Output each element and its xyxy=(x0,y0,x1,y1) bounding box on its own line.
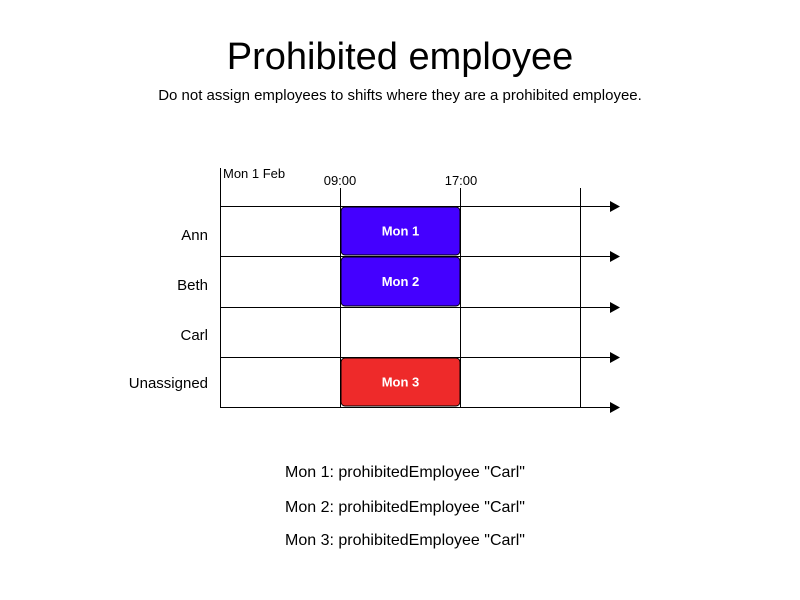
note-mon-2: Mon 2: prohibitedEmployee "Carl" xyxy=(285,499,525,516)
arrow-head-icon xyxy=(610,302,620,313)
note-mon-1: Mon 1: prohibitedEmployee "Carl" xyxy=(285,464,525,481)
shift-block: Mon 2 xyxy=(340,256,461,307)
shift-block-bg xyxy=(340,206,461,256)
date-label: Mon 1 Feb xyxy=(223,166,285,181)
shift-block-label: Mon 1 xyxy=(382,224,420,239)
shift-block-bg xyxy=(340,256,461,307)
shift-block-label: Mon 3 xyxy=(382,375,420,390)
row-label-beth: Beth xyxy=(177,277,208,294)
shift-block: Mon 1 xyxy=(340,206,461,256)
arrow-head-icon xyxy=(610,402,620,413)
arrow-head-icon xyxy=(610,251,620,262)
row-label-unassigned: Unassigned xyxy=(129,375,208,392)
row-label-ann: Ann xyxy=(181,227,208,244)
row-label-carl: Carl xyxy=(180,327,208,344)
shift-block: Mon 3 xyxy=(340,357,461,407)
time-label-1700: 17:00 xyxy=(445,173,478,188)
shift-block-bg xyxy=(340,357,461,407)
page-title: Prohibited employee xyxy=(226,36,574,78)
note-mon-3: Mon 3: prohibitedEmployee "Carl" xyxy=(285,532,525,549)
shift-block-label: Mon 2 xyxy=(382,274,420,289)
page-subtitle: Do not assign employees to shifts where … xyxy=(158,87,642,104)
shift-blocks: Mon 1 Mon 2 Mon 3 xyxy=(340,206,461,407)
arrow-head-icon xyxy=(610,352,620,363)
arrow-head-icon xyxy=(610,201,620,212)
time-label-0900: 09:00 xyxy=(324,173,357,188)
